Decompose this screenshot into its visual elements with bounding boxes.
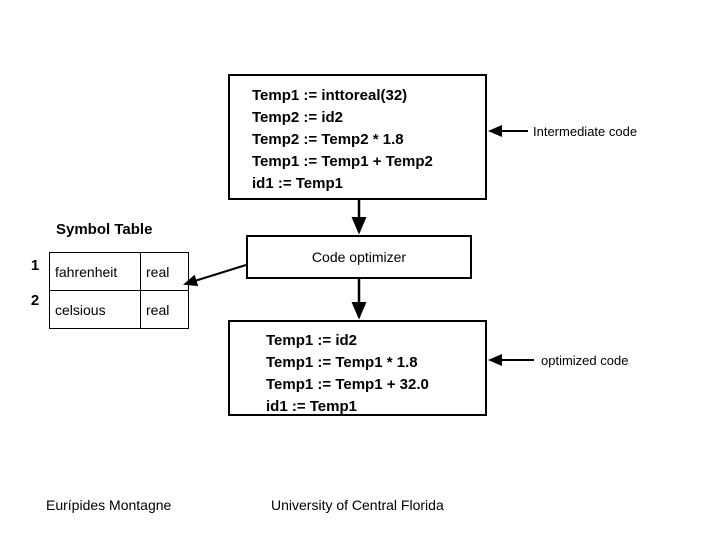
symbol-table-row-number: 2 [30,292,40,309]
symbol-type-cell: real [140,252,189,291]
footer-author: Eurípides Montagne [46,497,172,513]
code-line: Temp2 := Temp2 * 1.8 [252,131,404,148]
code-line: Temp1 := Temp1 + 32.0 [266,376,429,393]
code-line: Temp1 := id2 [266,332,357,349]
symbol-type-cell: real [140,290,189,329]
code-line: Temp2 := id2 [252,109,343,126]
symbol-table-title: Symbol Table [56,221,153,238]
intermediate-code-box: Temp1 := inttoreal(32) Temp2 := id2 Temp… [228,74,487,200]
code-optimizer-box: Code optimizer [246,235,472,279]
arrow-optimizer-to-symbol-table [183,264,247,287]
code-line: id1 := Temp1 [266,398,357,415]
table-row: fahrenheit real [49,252,189,291]
code-line: Temp1 := Temp1 * 1.8 [266,354,418,371]
code-line: Temp1 := inttoreal(32) [252,87,408,104]
table-row: celsious real [49,290,189,329]
code-optimizer-label: Code optimizer [311,249,407,265]
symbol-name-cell: celsious [49,290,141,329]
optimized-code-box: Temp1 := id2 Temp1 := Temp1 * 1.8 Temp1 … [228,320,487,416]
symbol-table: fahrenheit real celsious real [49,252,189,329]
symbol-name-cell: fahrenheit [49,252,141,291]
intermediate-code-annotation-label: Intermediate code [533,124,638,139]
code-line: Temp1 := Temp1 + Temp2 [252,153,433,170]
symbol-table-row-number: 1 [30,257,40,274]
code-line: id1 := Temp1 [252,175,343,192]
optimized-code-annotation-label: optimized code [541,353,629,368]
footer-institution: University of Central Florida [271,497,444,513]
